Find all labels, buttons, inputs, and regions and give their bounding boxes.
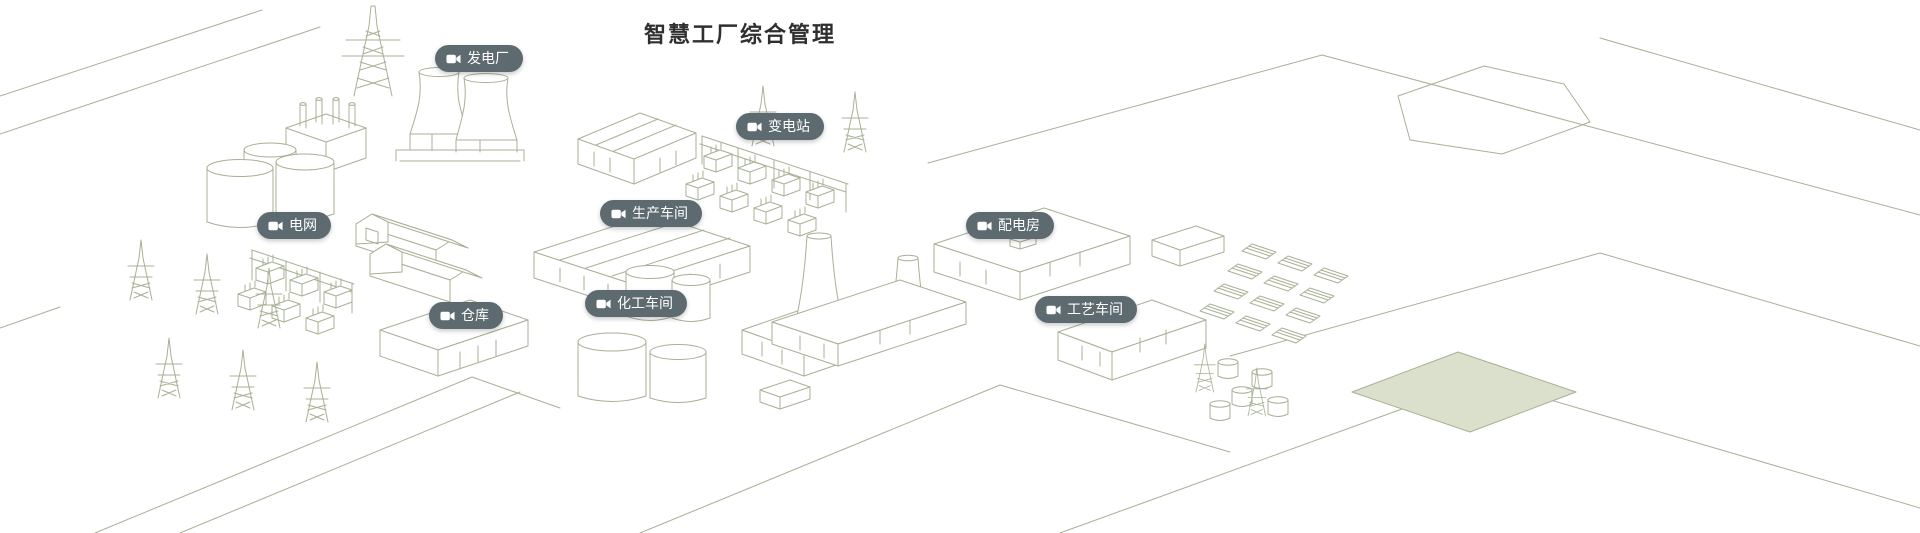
storage-tanks-left-illustration <box>206 142 335 228</box>
substation-illustration <box>685 85 869 237</box>
area-label-power-plant[interactable]: 发电厂 <box>435 45 523 72</box>
camera-icon <box>611 208 626 220</box>
area-label-text: 配电房 <box>998 217 1040 233</box>
transmission-tower-illustration <box>341 5 405 97</box>
camera-icon <box>446 53 461 65</box>
area-label-substation[interactable]: 变电站 <box>736 113 824 140</box>
area-label-process-workshop[interactable]: 工艺车间 <box>1035 296 1137 323</box>
warehouse-gable-buildings-illustration <box>355 213 483 303</box>
distribution-room-illustration <box>933 207 1225 301</box>
camera-icon <box>747 121 762 133</box>
camera-icon <box>440 310 455 322</box>
camera-icon <box>268 220 283 232</box>
page-title: 智慧工厂综合管理 <box>643 22 837 47</box>
area-label-distribution-room[interactable]: 配电房 <box>966 212 1054 239</box>
area-label-text: 电网 <box>289 217 317 233</box>
camera-icon <box>596 298 611 310</box>
area-label-warehouse[interactable]: 仓库 <box>429 302 503 329</box>
camera-icon <box>1046 304 1061 316</box>
area-label-power-grid[interactable]: 电网 <box>257 212 331 239</box>
area-label-text: 生产车间 <box>632 205 688 221</box>
power-grid-illustration <box>237 249 355 335</box>
area-label-chemical-workshop[interactable]: 化工车间 <box>585 290 687 317</box>
roads-and-parcels <box>0 9 1920 533</box>
camera-icon <box>977 220 992 232</box>
area-label-text: 工艺车间 <box>1067 301 1123 317</box>
area-label-text: 化工车间 <box>617 295 673 311</box>
area-label-production-workshop[interactable]: 生产车间 <box>600 200 702 227</box>
area-label-text: 仓库 <box>461 307 489 323</box>
power-plant-illustration <box>285 67 525 173</box>
process-workshop-illustration <box>1057 299 1207 381</box>
area-label-text: 发电厂 <box>467 50 509 66</box>
chimneys-illustration <box>771 232 967 367</box>
area-label-text: 变电站 <box>768 118 810 134</box>
sawtooth-factory-illustration <box>577 112 697 185</box>
